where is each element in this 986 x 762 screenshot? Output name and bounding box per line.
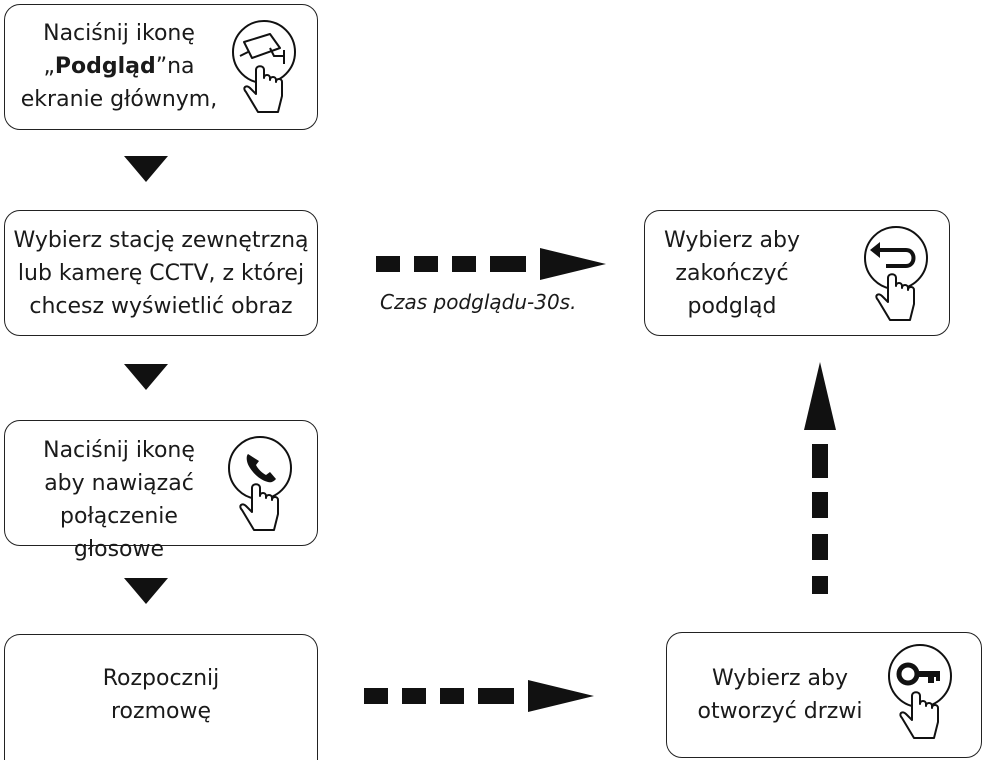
open-door-text: Wybierz aby otworzyć drzwi xyxy=(680,662,880,728)
step-start-talk-line1: Rozpocznij xyxy=(102,666,220,691)
end-preview-line1: Wybierz aby xyxy=(663,228,801,253)
preview-time-caption: Czas podglądu-30s. xyxy=(380,290,577,314)
step-start-talk-text: Rozpocznij rozmowę xyxy=(4,662,318,728)
cctv-camera-touch-icon xyxy=(228,12,308,136)
quote-open: „ xyxy=(43,54,55,79)
open-door-line2: otworzyć drzwi xyxy=(697,699,863,724)
step-preview-bold: Podgląd xyxy=(54,54,156,79)
step-select-station-line2: lub kamerę CCTV, z której xyxy=(17,261,305,286)
step-select-station-line3: chcesz wyświetlić obraz xyxy=(29,294,293,319)
key-touch-icon xyxy=(884,638,964,762)
step-voice-line2: aby nawiązać xyxy=(44,471,194,496)
step-select-station-text: Wybierz stację zewnętrzną lub kamerę CCT… xyxy=(4,224,318,323)
arrow-down-2 xyxy=(124,364,168,390)
return-arrow-touch-icon xyxy=(858,218,938,342)
step-start-talk-box xyxy=(4,634,318,760)
arrow-down-1 xyxy=(124,156,168,182)
step-voice-line1: Naciśnij ikonę xyxy=(43,438,195,463)
step-select-station-line1: Wybierz stację zewnętrzną xyxy=(13,228,309,253)
step-preview-line1: Naciśnij ikonę xyxy=(43,21,195,46)
end-preview-line3: podgląd xyxy=(687,294,777,319)
open-door-line1: Wybierz aby xyxy=(711,666,849,691)
step-preview-line3: ekranie głównym, xyxy=(20,87,218,112)
step-select-station-box xyxy=(4,210,318,336)
phone-touch-icon xyxy=(222,428,302,552)
step-preview-text: Naciśnij ikonę „Podgląd”na ekranie główn… xyxy=(14,17,224,116)
end-preview-line2: zakończyć xyxy=(675,261,789,286)
arrow-down-3 xyxy=(124,578,168,604)
step-preview-line2: „Podgląd”na xyxy=(14,50,224,83)
step-voice-text: Naciśnij ikonę aby nawiązać połączenie g… xyxy=(14,434,224,566)
quote-close: ”na xyxy=(155,54,195,79)
end-preview-text: Wybierz aby zakończyć podgląd xyxy=(652,224,812,323)
step-voice-line3: połączenie głosowe xyxy=(60,504,178,562)
step-start-talk-line2: rozmowę xyxy=(111,699,211,724)
